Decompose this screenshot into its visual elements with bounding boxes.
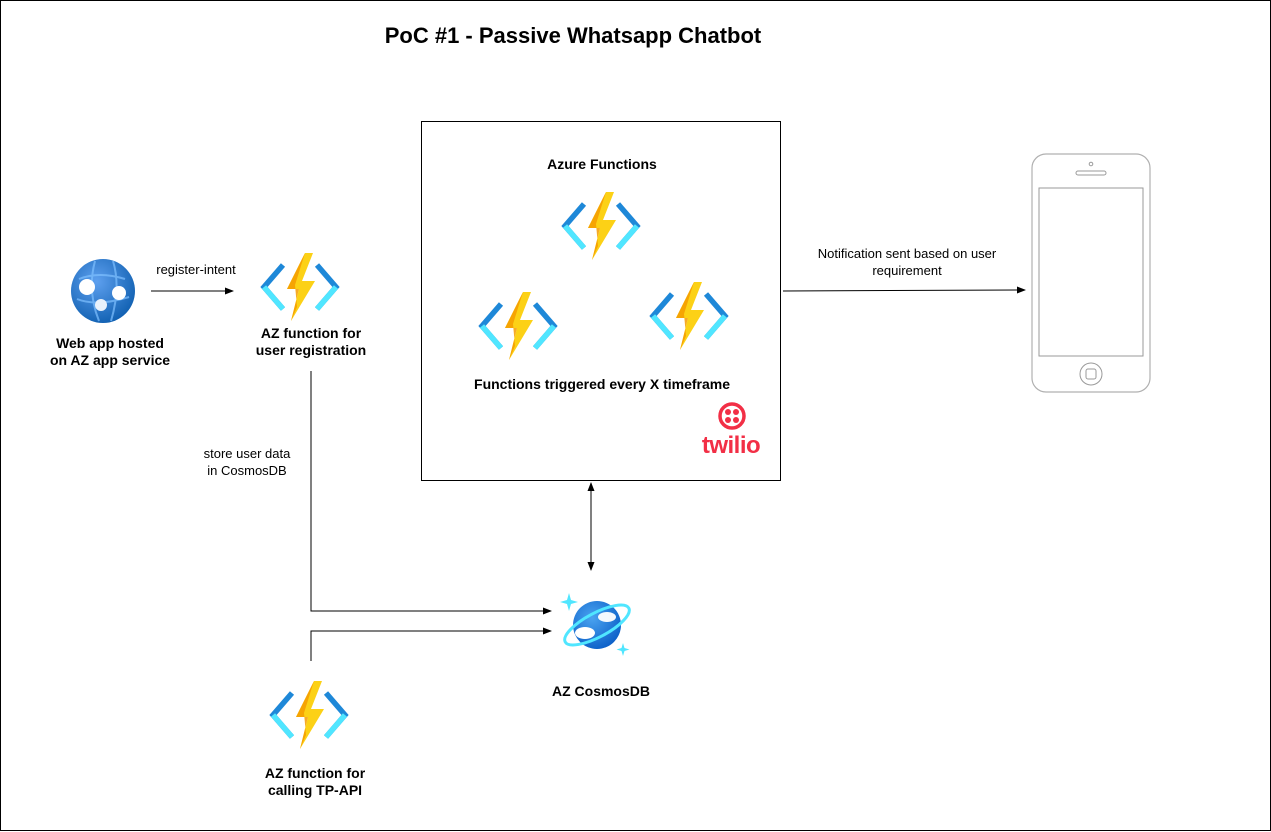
notification-label: Notification sent based on user requirem… [817,246,997,278]
azure-app-service-icon [69,257,137,325]
twilio-wordmark: twilio [701,432,761,459]
tp-api-to-cosmos-arrow [310,627,552,661]
mobile-phone-icon [1031,153,1151,393]
azure-functions-group: Azure Functions Functions triggered ever… [421,121,781,481]
twilio-logo [716,400,748,432]
azure-function-icon [477,290,559,362]
registration-function-label: AZ function for user registration [255,325,367,358]
store-user-data-label: store user data in CosmosDB [203,446,291,478]
register-intent-label: register-intent [156,262,236,277]
azure-cosmosdb-icon [555,589,635,665]
store-user-data-arrow [310,371,552,615]
web-app-label: Web app hosted on AZ app service [49,335,171,368]
azure-function-icon [268,679,350,751]
azure-functions-heading: Azure Functions [547,156,657,172]
notification-arrow [782,286,1026,294]
azure-function-icon [560,190,642,262]
diagram-title: PoC #1 - Passive Whatsapp Chatbot [384,23,762,48]
azure-function-icon [648,280,730,352]
azure-function-icon [259,251,341,323]
cosmosdb-label: AZ CosmosDB [551,683,650,699]
tp-api-function-label: AZ function for calling TP-API [264,765,366,798]
functions-trigger-caption: Functions triggered every X timeframe [474,376,730,392]
